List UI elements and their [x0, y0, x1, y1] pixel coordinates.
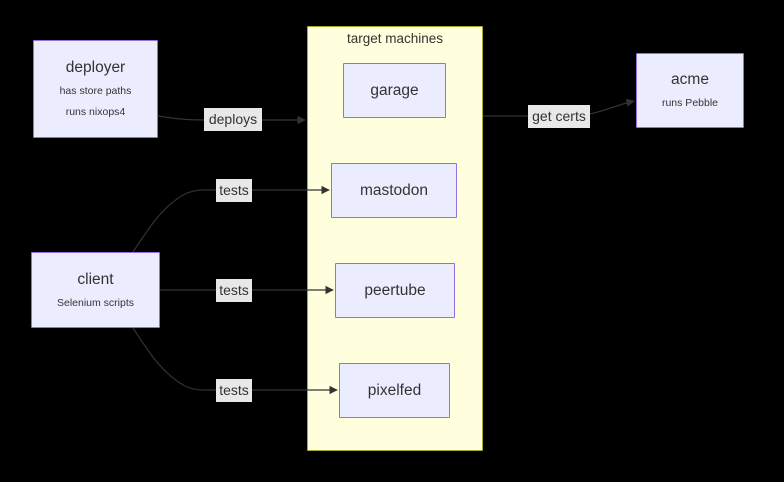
edge-label-deploys: deploys: [204, 108, 262, 131]
node-deployer-sub2: runs nixops4: [65, 106, 126, 119]
node-peertube-title: peertube: [364, 281, 426, 299]
node-pixelfed-title: pixelfed: [367, 381, 422, 399]
edge-label-tests-pixelfed: tests: [216, 379, 252, 402]
cluster-title: target machines: [346, 31, 444, 46]
node-client-sub1: Selenium scripts: [56, 296, 135, 309]
node-client-title: client: [77, 270, 114, 288]
node-garage[interactable]: garage: [343, 63, 446, 118]
node-deployer-title: deployer: [65, 59, 126, 77]
edge-label-get-certs: get certs: [528, 105, 590, 128]
node-acme[interactable]: acme runs Pebble: [636, 53, 744, 128]
node-acme-sub1: runs Pebble: [661, 97, 719, 110]
node-peertube[interactable]: peertube: [335, 263, 455, 318]
node-mastodon-title: mastodon: [359, 181, 429, 199]
edge-client-mastodon: [132, 185, 330, 253]
node-deployer-sub1: has store paths: [59, 85, 132, 98]
node-mastodon[interactable]: mastodon: [331, 163, 457, 218]
edge-label-tests-peertube: tests: [216, 279, 252, 302]
node-deployer[interactable]: deployer has store paths runs nixops4: [33, 40, 158, 138]
node-pixelfed[interactable]: pixelfed: [339, 363, 450, 418]
edge-client-pixelfed: [132, 327, 338, 395]
edge-label-tests-mastodon: tests: [216, 179, 252, 202]
node-client[interactable]: client Selenium scripts: [31, 252, 160, 328]
node-acme-title: acme: [671, 71, 709, 89]
node-garage-title: garage: [370, 81, 419, 99]
